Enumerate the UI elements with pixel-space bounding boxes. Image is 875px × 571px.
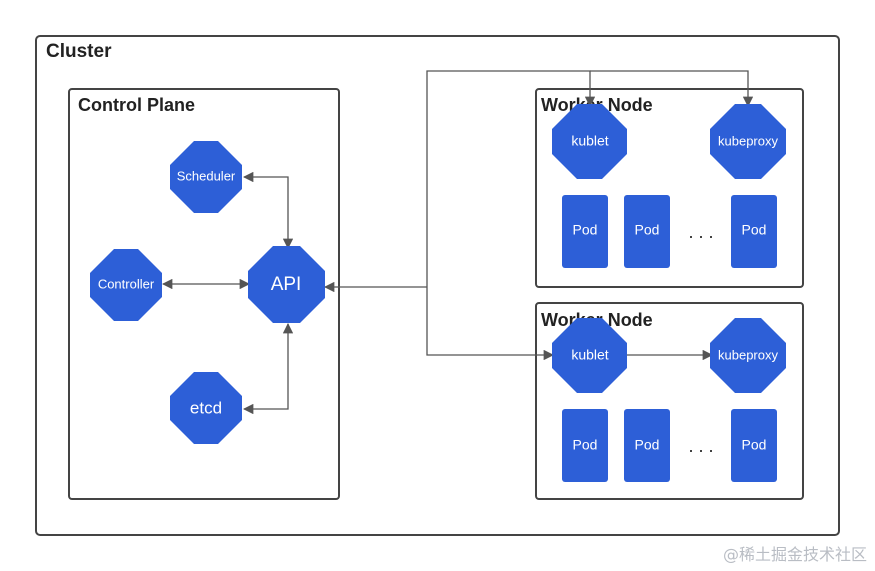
pod-1-3: Pod xyxy=(731,195,777,268)
etcd-node: etcd xyxy=(170,372,242,444)
control-plane-title: Control Plane xyxy=(78,95,195,115)
pod-2-3: Pod xyxy=(731,409,777,482)
cluster-box xyxy=(35,35,840,536)
kublet-node-1: kublet xyxy=(552,104,627,179)
scheduler-node: Scheduler xyxy=(170,141,242,213)
kubeproxy-node-2: kubeproxy xyxy=(710,318,786,393)
worker-node-box-1 xyxy=(535,88,804,288)
pod-2-1: Pod xyxy=(562,409,608,482)
watermark: @稀土掘金技术社区 xyxy=(722,545,867,564)
pod-1-1: Pod xyxy=(562,195,608,268)
pod-label-2-3: Pod xyxy=(742,437,767,453)
api-node: API xyxy=(248,246,325,323)
pod-label-2-2: Pod xyxy=(635,437,660,453)
pod-2-2: Pod xyxy=(624,409,670,482)
controller-node: Controller xyxy=(90,249,162,321)
controller-label: Controller xyxy=(98,276,155,291)
cluster-title: Cluster xyxy=(46,41,112,62)
arrow-api-to-worker-2-kublet xyxy=(426,287,555,361)
api-label: API xyxy=(271,274,302,295)
worker-node-box-2 xyxy=(535,302,804,500)
kublet-label-2: kublet xyxy=(571,347,608,363)
arrow-scheduler-api xyxy=(242,171,294,250)
arrow-etcd-api xyxy=(242,322,294,415)
pod-label-1-1: Pod xyxy=(573,222,598,238)
pod-ellipsis-2: . . . xyxy=(688,436,713,456)
scheduler-label: Scheduler xyxy=(177,168,236,183)
pod-label-1-2: Pod xyxy=(635,222,660,238)
pod-label-2-1: Pod xyxy=(573,437,598,453)
pod-1-2: Pod xyxy=(624,195,670,268)
kubeproxy-node-1: kubeproxy xyxy=(710,104,786,179)
kubeproxy-label-1: kubeproxy xyxy=(718,133,778,148)
arrow-api-to-worker-1-kubeproxy xyxy=(590,70,754,108)
kublet-label-1: kublet xyxy=(571,133,608,149)
pod-label-1-3: Pod xyxy=(742,222,767,238)
pod-ellipsis-1: . . . xyxy=(688,222,713,242)
arrow-api-to-worker-1-kublet xyxy=(426,70,596,287)
kublet-node-2: kublet xyxy=(552,318,627,393)
etcd-label: etcd xyxy=(190,398,222,417)
control-plane-box xyxy=(68,88,340,500)
kubeproxy-label-2: kubeproxy xyxy=(718,347,778,362)
